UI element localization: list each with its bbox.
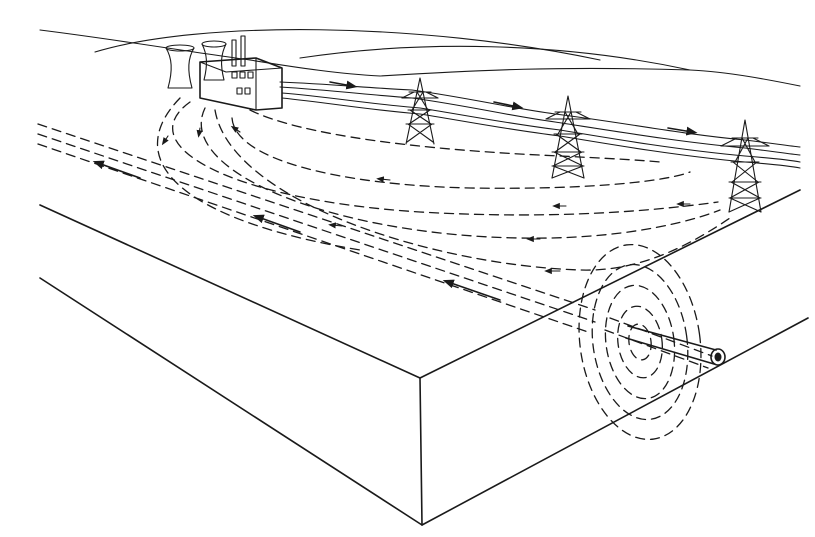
pipeline-current-arrows (92, 160, 501, 301)
earth-block-left-bottom-edge (39, 277, 423, 526)
current-path (214, 109, 731, 271)
plant-windows (231, 71, 254, 95)
pipeline-route-lines (37, 123, 713, 369)
current-arrow (376, 176, 391, 183)
power-line-arrows (329, 80, 698, 136)
earth-block-top-front-edge (39, 204, 421, 379)
current-path (200, 107, 721, 239)
power-line (279, 81, 801, 148)
pipeline-arrow (92, 160, 141, 179)
current-path (156, 97, 361, 251)
plant-building-roof-edge (199, 61, 283, 73)
power-lines (279, 81, 801, 169)
field-ring (628, 323, 652, 361)
current-path (231, 117, 691, 189)
pipe-end-outer (710, 348, 726, 366)
power-line-arrow (329, 80, 358, 90)
pipeline-arrow (442, 279, 501, 301)
current-path-arrows (161, 125, 691, 275)
power-line-arrow (667, 126, 698, 136)
pipeline-arrow (252, 214, 301, 233)
power-line (279, 86, 801, 156)
earth-block (39, 189, 809, 526)
buried-pipeline (625, 325, 726, 366)
pipe-body-top (627, 325, 717, 351)
power-line (281, 97, 801, 169)
earth-block-top-right-edge (419, 189, 801, 379)
field-ring (578, 243, 702, 441)
cooling-tower-top (165, 44, 195, 52)
current-path (171, 101, 719, 216)
field-ring (604, 284, 676, 400)
pipe-body-bottom (625, 337, 715, 365)
current-arrow (328, 222, 343, 229)
transmission-tower (401, 77, 439, 145)
hill-line (39, 29, 381, 77)
field-ring (616, 305, 664, 379)
field-ring (591, 263, 689, 421)
smokestack (231, 35, 246, 67)
electric-field-rings (578, 243, 702, 441)
cooling-tower-top (201, 40, 227, 48)
earth-block-right-bottom-edge (421, 317, 809, 526)
hill-line (299, 45, 691, 71)
power-line (281, 92, 801, 163)
current-path (249, 109, 661, 163)
power-line-arrow (493, 101, 524, 111)
transmission-tower (720, 119, 770, 213)
pipeline-route-line (37, 133, 596, 323)
hill-line (379, 67, 801, 87)
pipeline-route-line (604, 329, 709, 369)
cooling-tower (201, 43, 227, 81)
earth-block-front-vertical-edge (419, 377, 423, 526)
pipe-end-inner (714, 352, 722, 362)
pipeline-route-line (37, 143, 589, 333)
pipeline-route-line (37, 123, 596, 311)
current-arrow (161, 135, 169, 146)
hill-line (94, 29, 601, 61)
ground-return-current-paths (156, 97, 731, 271)
current-arrow (196, 127, 203, 138)
current-arrow (230, 125, 241, 133)
power-plant (165, 35, 283, 111)
cooling-tower (165, 47, 195, 89)
transmission-tower (545, 95, 591, 179)
